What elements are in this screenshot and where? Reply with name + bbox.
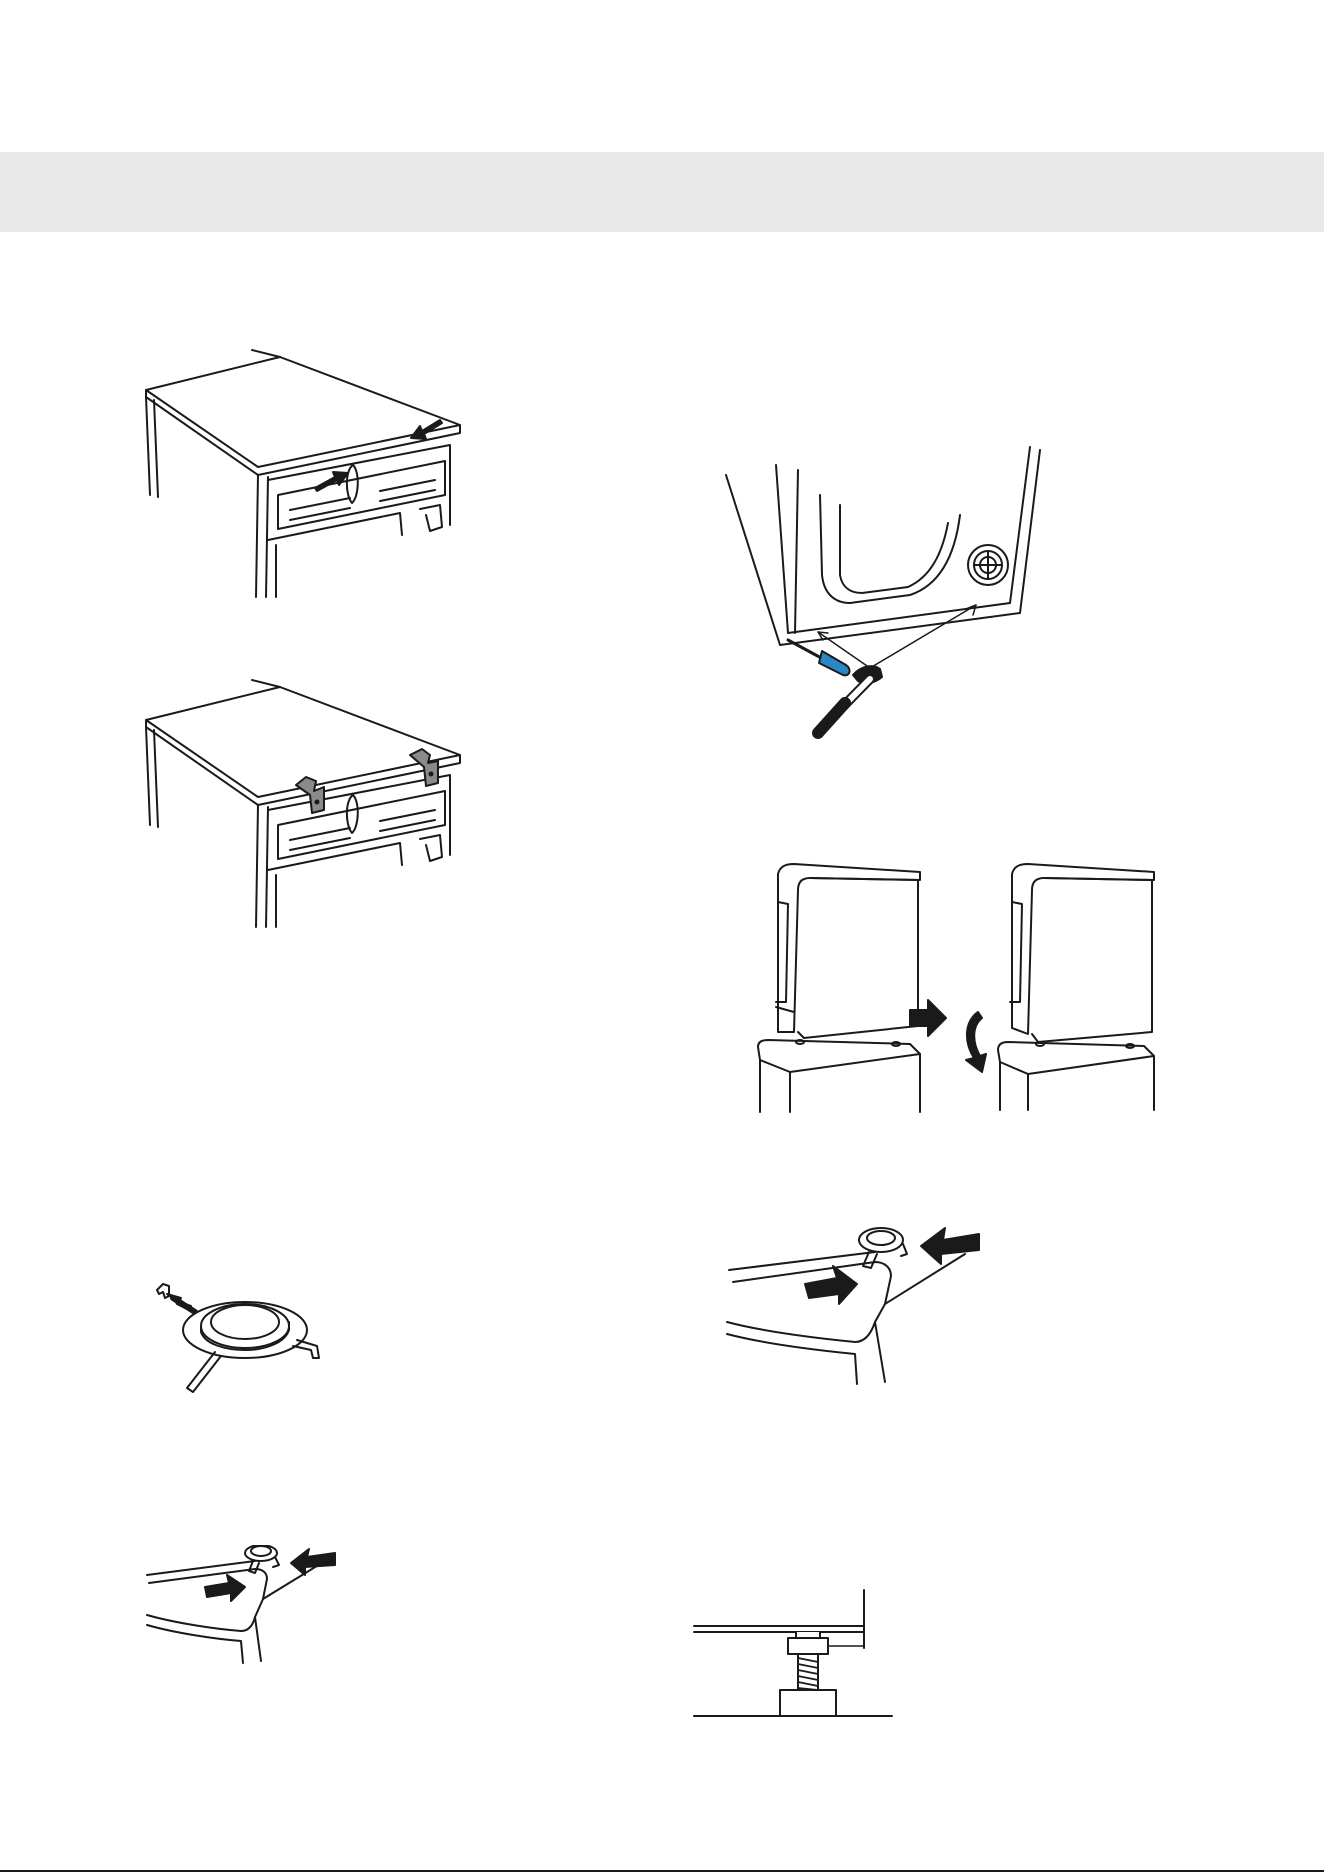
appliance-lift-place-icon xyxy=(750,862,1170,1117)
leveling-foot-icon xyxy=(692,1588,897,1723)
figure-cup-install-large xyxy=(725,1222,985,1392)
figure-leveling-foot xyxy=(692,1588,897,1723)
appliance-top-panel-with-brackets xyxy=(140,675,470,935)
figure-lift-and-place xyxy=(750,862,1170,1117)
appliance-top-panel-with-arrows xyxy=(140,345,470,605)
screwdriver-hammer-icon xyxy=(720,445,1050,750)
foot-cup-install-icon xyxy=(145,1545,345,1670)
figure-stack-top-arrows xyxy=(140,345,470,605)
foot-cup-install-icon xyxy=(725,1222,985,1392)
figure-remove-front-feet xyxy=(720,445,1050,750)
header-band xyxy=(0,152,1324,232)
figure-stack-top-brackets xyxy=(140,675,470,935)
figure-cup-tab-remove xyxy=(155,1280,330,1395)
figure-cup-install-small xyxy=(145,1545,345,1670)
foot-cup-tab-icon xyxy=(155,1280,330,1395)
